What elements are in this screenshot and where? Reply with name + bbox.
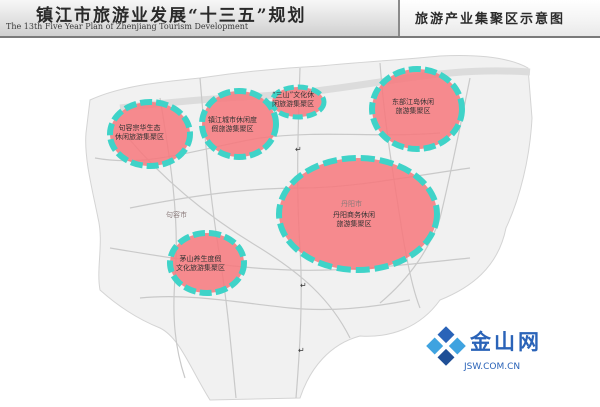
paragraph-mark: ↵ [298,346,305,355]
zone-changjiang[interactable] [369,66,465,152]
river [119,67,531,112]
zone-label-line: 休闲旅游集聚区 [115,133,164,141]
zone-label-line: 文化旅游集聚区 [176,264,225,272]
zone-label-danyang: 丹阳商务休闲 旅游集聚区 [333,211,375,229]
logo-name: 金山网 [470,329,542,354]
header-divider [398,0,400,36]
zone-label-changjiang: 东部江岛休闲 旅游集聚区 [392,98,434,116]
header: 镇江市旅游业发展“十三五”规划 The 13th Five Year Plan … [0,0,600,38]
zone-label-line: 闲旅游集聚区 [272,100,315,108]
zone-label-maoshan: 茅山养生度假 文化旅游集聚区 [176,255,225,273]
section-title: 旅游产业集聚区示意图 [415,12,566,27]
zone-label-line: “三山”文化休 [272,91,315,99]
zone-label-line: 句容宗华生态 [118,124,161,132]
logo-url: JSW.COM.CN [464,362,521,372]
zone-label-zhenjiang-city: 镇江城市休闲度 假旅游集聚区 [208,116,257,134]
zone-label-line: 旅游集聚区 [395,107,431,115]
zone-label-line: 茅山养生度假 [179,255,222,263]
zone-danyang[interactable] [276,155,440,273]
zone-label-jurong: 句容宗华生态 休闲旅游集聚区 [115,124,164,142]
map-canvas [85,55,533,401]
zone-sanshan[interactable] [269,84,327,120]
zone-jurong[interactable] [107,99,193,169]
zone-zhenjiang-city[interactable] [199,88,279,160]
paragraph-mark: ↵ [295,145,302,154]
zone-label-line: 假旅游集聚区 [211,125,254,133]
zone-label-sanshan: “三山”文化休 闲旅游集聚区 [272,91,314,109]
zone-label-line: 旅游集聚区 [336,220,372,228]
logo-mark-icon [426,326,466,366]
zone-maoshan[interactable] [167,230,247,296]
zone-label-line: 镇江城市休闲度 [208,116,257,124]
zone-label-line: 丹阳商务休闲 [333,211,375,219]
zone-label-line: 东部江岛休闲 [392,98,434,106]
place-jurong: 句容市 [166,211,187,219]
page-title: 镇江市旅游业发展“十三五”规划 [36,6,307,26]
page-subtitle: The 13th Five Year Plan of Zhenjiang Tou… [6,22,249,31]
header-title-bar [0,0,398,36]
paragraph-mark: ↵ [300,281,307,290]
place-danyang: 丹阳市 [341,200,362,208]
jinshan-logo: 金山网 JSW.COM.CN [424,322,596,386]
tourism-cluster-map: 句容宗华生态 休闲旅游集聚区 镇江城市休闲度 假旅游集聚区 “三山”文化休 闲旅… [0,38,600,403]
